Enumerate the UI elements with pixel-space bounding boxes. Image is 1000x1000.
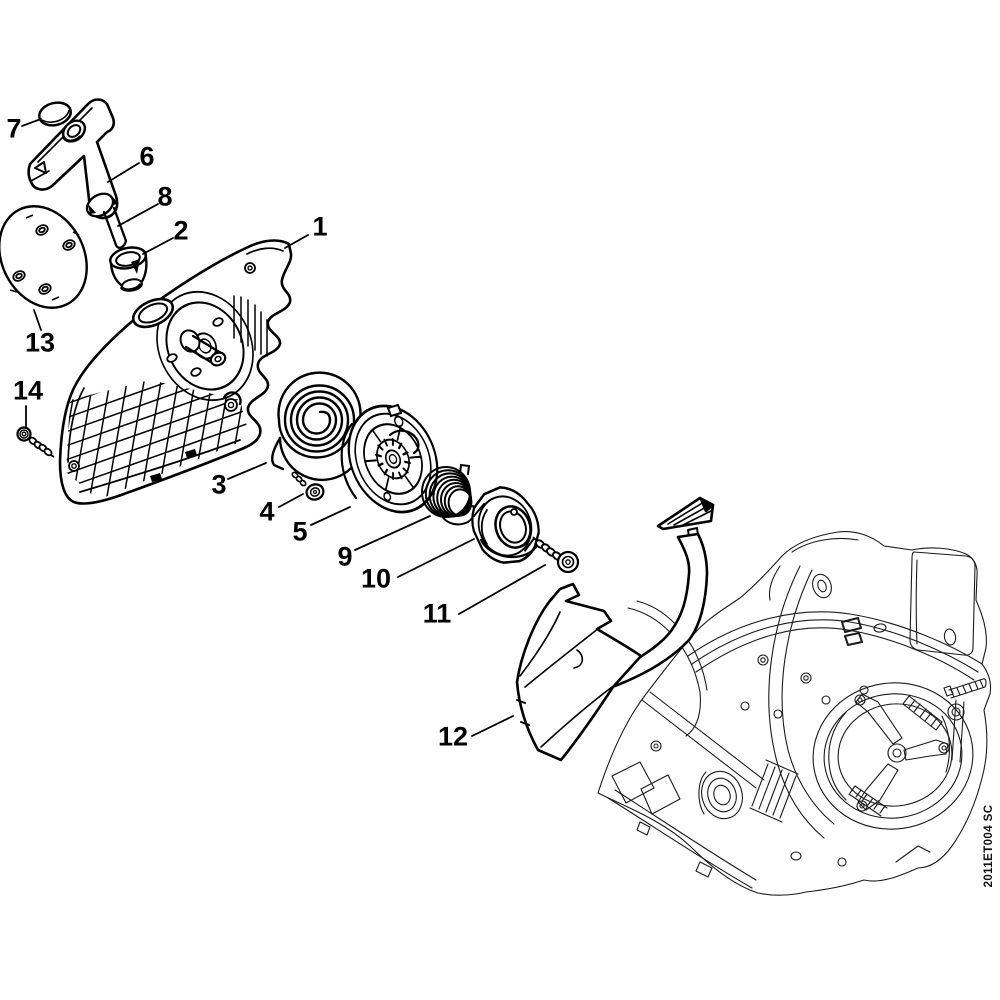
callout-1: 1 bbox=[312, 211, 328, 242]
callout-6: 6 bbox=[139, 141, 155, 172]
drawing-code: 2011ET004 SC bbox=[983, 804, 995, 888]
pawl-spring-part-9 bbox=[421, 463, 476, 526]
callout-2: 2 bbox=[173, 215, 189, 246]
rewind-spring-part-3 bbox=[271, 371, 366, 482]
starter-grip-part-6 bbox=[27, 98, 119, 220]
pawl-carrier-part-10 bbox=[471, 486, 540, 564]
callout-13: 13 bbox=[24, 327, 56, 358]
screw-part-4 bbox=[291, 471, 325, 501]
grip-cap-part-7 bbox=[37, 101, 73, 127]
callout-8: 8 bbox=[157, 181, 173, 212]
screw-part-11 bbox=[532, 536, 580, 574]
callout-9: 9 bbox=[337, 541, 353, 572]
shroud-part-12 bbox=[515, 496, 715, 762]
engine-crankcase-ghost bbox=[597, 531, 992, 896]
callout-11: 11 bbox=[422, 598, 452, 629]
callout-5: 5 bbox=[292, 516, 308, 547]
rope-bushing-part-2 bbox=[109, 246, 148, 292]
callout-14: 14 bbox=[12, 375, 44, 406]
callout-12: 12 bbox=[437, 721, 469, 752]
fan-housing-part-1 bbox=[58, 239, 293, 505]
callout-3: 3 bbox=[211, 469, 227, 500]
screw-part-14 bbox=[16, 426, 55, 458]
rope-rotor-part-5 bbox=[340, 403, 439, 514]
callout-4: 4 bbox=[259, 496, 275, 527]
cover-plate-part-13 bbox=[0, 205, 88, 309]
callout-7: 7 bbox=[6, 113, 22, 144]
callout-10: 10 bbox=[360, 563, 392, 594]
leader-lines bbox=[21, 118, 546, 737]
